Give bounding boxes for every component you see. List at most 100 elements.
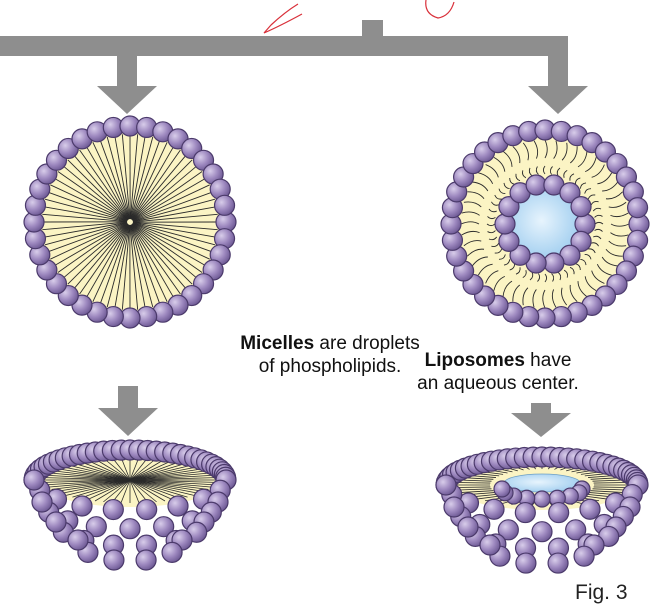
phospholipid-head xyxy=(67,529,89,551)
lipid-tail xyxy=(129,474,215,481)
lipid-tail-inner xyxy=(488,236,498,241)
lipid-tail-inner xyxy=(494,194,502,200)
lipid-tail xyxy=(590,490,623,493)
lipid-tail-outer xyxy=(584,276,597,292)
lipid-tail-outer xyxy=(605,191,623,200)
phospholipid-head xyxy=(574,213,596,235)
phospholipid-head xyxy=(570,230,592,252)
lipid-tail xyxy=(120,456,131,481)
lipid-tail-inner xyxy=(515,267,521,275)
lipid-tail-outer xyxy=(553,140,558,159)
lipid-tail xyxy=(132,221,218,231)
lipid-tail xyxy=(129,479,149,503)
lipid-tail xyxy=(130,224,168,302)
lipid-tail xyxy=(456,482,491,484)
lipid-tail-inner xyxy=(535,166,539,175)
lipid-tail xyxy=(132,223,207,267)
lipid-tail xyxy=(65,479,131,496)
lipid-tail xyxy=(51,470,131,481)
phospholipid-head xyxy=(570,196,592,218)
micelles-text-1: are droplets xyxy=(314,333,420,354)
lipid-tail-inner xyxy=(491,242,500,247)
lipid-tail xyxy=(129,479,216,483)
lipid-tail-outer xyxy=(471,256,488,267)
lipid-tail xyxy=(51,479,131,490)
lipid-tail xyxy=(129,134,139,220)
lipid-tail-inner xyxy=(579,182,587,189)
lipid-tail-outer xyxy=(485,270,499,284)
lipid-tail xyxy=(114,224,130,309)
lipid-tail xyxy=(129,479,212,488)
lipid-tail xyxy=(121,134,131,220)
phospholipid-head xyxy=(31,491,53,513)
lipid-tail-inner xyxy=(574,177,581,185)
phospholipid-head xyxy=(457,516,479,538)
liposome-3d-view xyxy=(435,446,649,574)
phospholipid-head xyxy=(435,474,457,496)
lipid-tail xyxy=(47,191,128,222)
lipid-tail xyxy=(132,222,217,238)
phospholipid-head xyxy=(479,534,501,556)
lipid-tail xyxy=(129,461,181,481)
lipid-tail xyxy=(129,457,157,481)
lipid-tail xyxy=(132,171,203,221)
lipid-tail-outer xyxy=(467,191,485,200)
phospholipid-head xyxy=(135,549,157,571)
lipid-tail-inner xyxy=(594,221,604,225)
lipid-tail xyxy=(593,482,628,484)
lipid-tail xyxy=(132,184,210,222)
lipid-tail xyxy=(72,462,131,481)
lipid-tail-inner xyxy=(587,194,596,200)
lipid-tail xyxy=(57,171,128,221)
lipid-tail xyxy=(86,479,131,501)
liposomes-text-2: an aqueous center. xyxy=(417,373,579,394)
lipid-tail-outer xyxy=(561,287,568,306)
lipid-tail xyxy=(60,466,131,481)
lipid-tail xyxy=(131,159,193,221)
phospholipid-head xyxy=(509,244,531,266)
lipid-tail xyxy=(456,486,491,488)
lipid-tail-outer xyxy=(461,211,480,216)
lipid-tail xyxy=(592,488,626,491)
lipid-tail xyxy=(67,159,129,221)
lipid-tail xyxy=(111,457,131,481)
arrow-micelle-shaft xyxy=(118,386,138,410)
lipid-tail-inner xyxy=(594,214,603,218)
phospholipid-head xyxy=(443,496,465,518)
lipid-tail-outer xyxy=(502,280,513,297)
lipid-tail xyxy=(73,223,129,290)
lipid-tail-inner xyxy=(537,273,541,282)
lipid-tail xyxy=(130,224,161,305)
lipid-tail-inner xyxy=(486,223,496,227)
phospholipid-head xyxy=(119,518,141,540)
lipid-tail xyxy=(129,479,195,496)
lipid-tail-outer xyxy=(591,270,605,284)
liposomes-text-1: have xyxy=(524,350,572,371)
lipid-tail xyxy=(48,479,131,488)
lipid-tail xyxy=(129,479,215,486)
lipid-tail-inner xyxy=(569,266,575,275)
lipid-tail xyxy=(130,224,154,308)
lipid-tail-outer xyxy=(502,150,513,167)
lipid-tail-inner xyxy=(549,166,553,175)
phospholipid-head xyxy=(497,519,519,541)
lipid-tail xyxy=(129,470,209,481)
lipid-tail-outer xyxy=(463,201,482,208)
lipid-tail xyxy=(458,488,492,491)
lipid-tail-outer xyxy=(608,201,627,208)
lipid-tail xyxy=(121,224,131,310)
phospholipid-head xyxy=(167,495,189,517)
lipid-tail xyxy=(79,224,129,295)
lipid-tail xyxy=(94,479,131,502)
phospholipid-head xyxy=(23,469,45,491)
lipid-tail-outer xyxy=(610,223,630,227)
connector-bar xyxy=(0,36,568,56)
lipid-tail-inner xyxy=(491,201,499,206)
lipid-tail xyxy=(55,468,131,481)
lipid-tail-inner xyxy=(593,235,602,240)
figure-label: Fig. 3 xyxy=(575,581,628,604)
lipid-tail xyxy=(99,139,130,220)
lipid-tail xyxy=(99,224,130,305)
lipid-tail xyxy=(48,472,131,481)
lipid-tail xyxy=(85,145,130,220)
